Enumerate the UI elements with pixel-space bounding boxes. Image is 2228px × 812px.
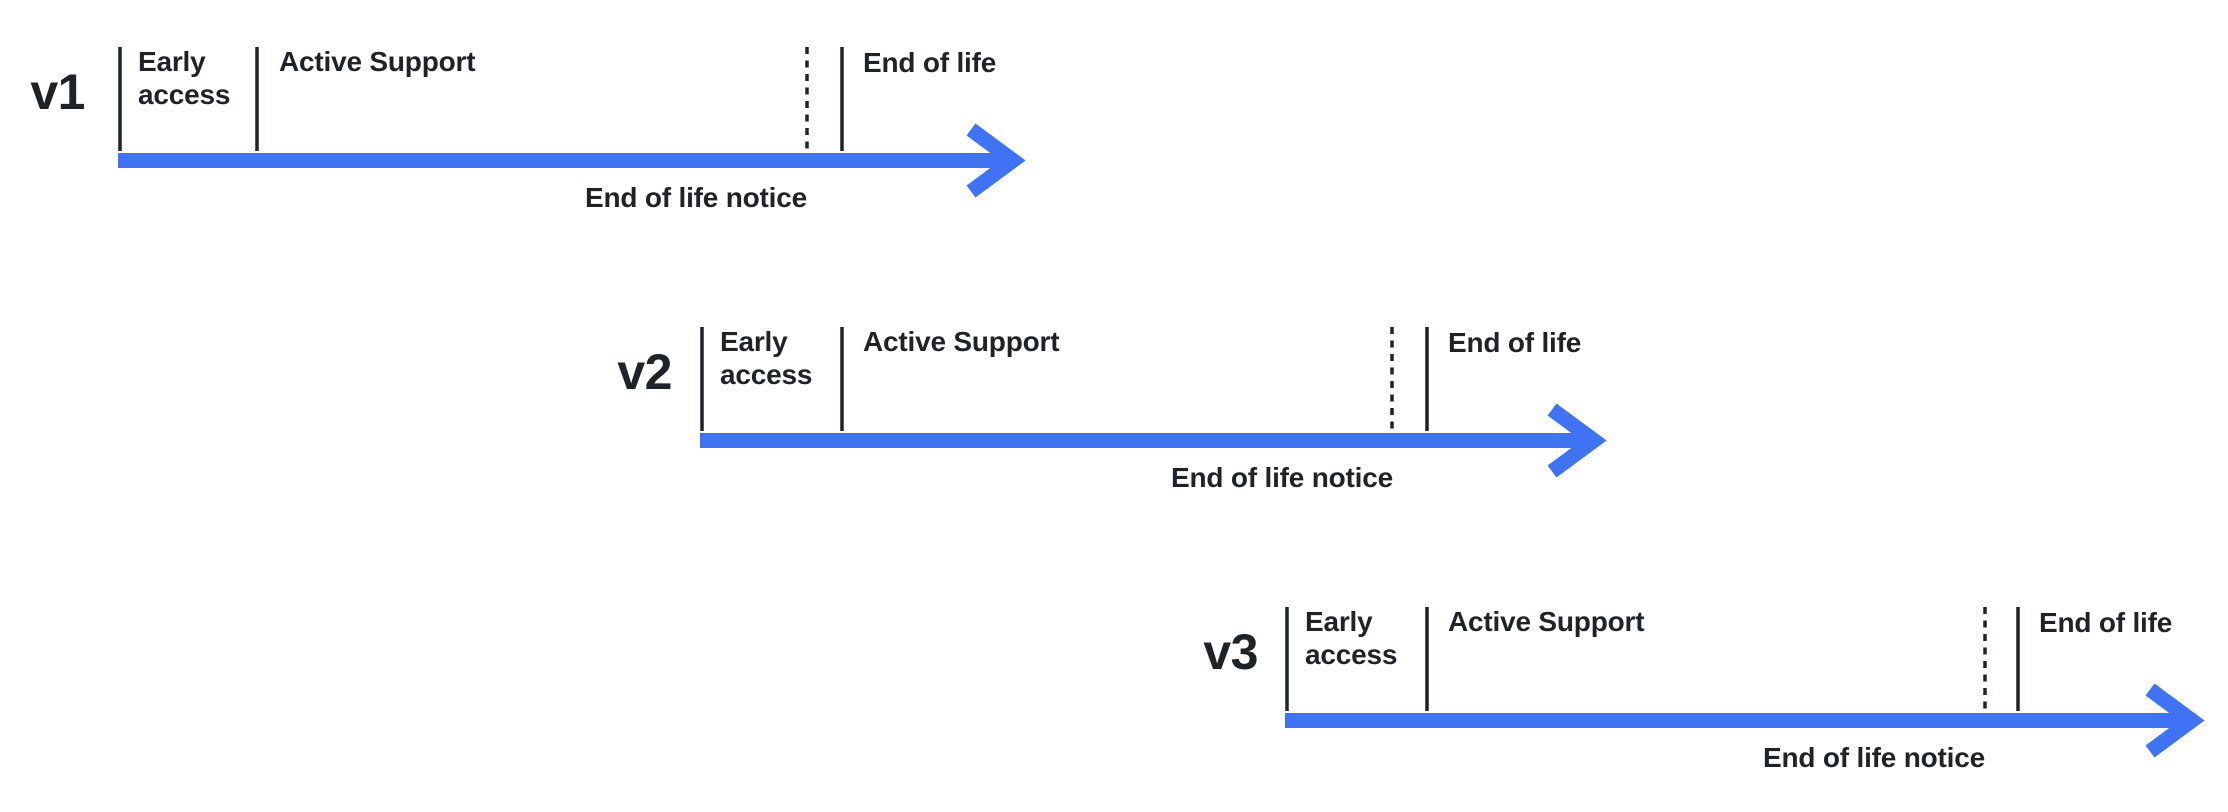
- active-support-label: Active Support: [863, 326, 1060, 357]
- active-support-label: Active Support: [279, 46, 476, 77]
- end-of-life-label: End of life: [863, 47, 997, 78]
- timeline-v3: [1285, 607, 2205, 758]
- timeline-arrow-head: [2145, 683, 2205, 758]
- end-of-life-label: End of life: [2039, 607, 2173, 638]
- active-support-label: Active Support: [1448, 606, 1645, 637]
- end-of-life-label: End of life: [1448, 327, 1582, 358]
- version-label: v1: [30, 64, 85, 120]
- eol-notice-label: End of life notice: [585, 182, 807, 213]
- early-access-label: Early access: [720, 326, 813, 390]
- timeline-arrow-head: [966, 123, 1026, 198]
- eol-notice-label: End of life notice: [1171, 462, 1393, 493]
- timeline-arrow-head: [1547, 403, 1607, 478]
- version-label: v3: [1203, 624, 1258, 680]
- timeline-v1: [118, 47, 1026, 198]
- version-label: v2: [617, 344, 672, 400]
- eol-notice-label: End of life notice: [1763, 742, 1985, 773]
- early-access-label: Early access: [1305, 606, 1398, 670]
- timeline-v2: [700, 327, 1607, 478]
- early-access-label: Early access: [138, 46, 231, 110]
